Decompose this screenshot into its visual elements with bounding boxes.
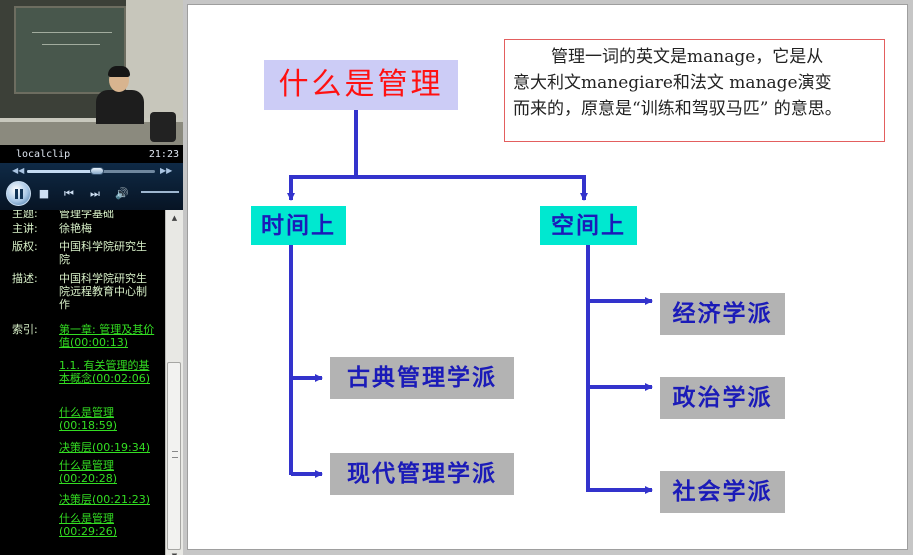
seek-thumb[interactable] (90, 167, 105, 175)
leaf-economic-school: 经济学派 (660, 293, 785, 335)
chair (150, 112, 176, 142)
branch-time: 时间上 (251, 206, 346, 245)
slide-title: 什么是管理 (278, 67, 444, 102)
player-controls: ◀◀ ▶▶ ■ ⏮ ⏭ 🔊 (0, 163, 183, 210)
scroll-down-arrow-icon[interactable]: ▼ (166, 552, 183, 555)
leaf-political-school: 政治学派 (660, 377, 785, 419)
clip-name: localclip (16, 149, 71, 160)
previous-track-icon[interactable]: ⏮ (64, 187, 74, 200)
slide-title-box: 什么是管理 (264, 60, 458, 110)
next-track-icon[interactable]: ⏭ (90, 187, 100, 200)
lecture-slide: 什么是管理 管理一词的英文是manage，它是从 意大利文manegiare和法… (187, 4, 908, 550)
volume-slider[interactable] (141, 191, 179, 193)
seek-progress (27, 170, 98, 173)
note-line: 意大利文manegiare和法文 manage演变 (513, 73, 832, 93)
scroll-up-arrow-icon[interactable]: ▲ (171, 214, 178, 222)
media-player-panel: localclip 21:23 ◀◀ ▶▶ ■ ⏮ ⏭ 🔊 主题: 管理学基础 … (0, 0, 183, 555)
note-line: 管理一词的英文是manage，它是从 (551, 47, 824, 67)
index-link[interactable]: 1.1. 有关管理的基本概念(00:02:06) (59, 359, 150, 385)
scroll-thumb[interactable] (167, 362, 181, 550)
pause-button[interactable] (6, 181, 31, 206)
leaf-social-school: 社会学派 (660, 471, 785, 513)
info-scrollbar[interactable]: ▲ ▼ (165, 210, 183, 555)
slide-frame: 什么是管理 管理一词的英文是manage，它是从 意大利文manegiare和法… (183, 0, 913, 555)
leaf-classical-school: 古典管理学派 (330, 357, 514, 399)
stop-icon[interactable]: ■ (38, 187, 50, 200)
etymology-note: 管理一词的英文是manage，它是从 意大利文manegiare和法文 mana… (504, 39, 885, 142)
note-line: 而来的，原意是“训练和驾驭马匹” 的意思。 (513, 99, 842, 119)
index-link[interactable]: 决策层(00:19:34) (59, 441, 150, 454)
branch-space: 空间上 (540, 206, 637, 245)
blackboard (14, 6, 126, 94)
tree-connectors (287, 110, 653, 494)
clip-info-bar: localclip 21:23 (0, 145, 183, 163)
index-link[interactable]: 什么是管理(00:29:26) (59, 512, 117, 538)
index-link[interactable]: 什么是管理(00:18:59) (59, 406, 117, 432)
lecture-video-frame[interactable] (0, 0, 183, 145)
clip-time: 21:23 (148, 149, 179, 160)
fast-forward-icon[interactable]: ▶▶ (160, 166, 173, 175)
leaf-modern-school: 现代管理学派 (330, 453, 514, 495)
lecture-info-list: 主题: 管理学基础 主讲: 徐艳梅 版权: 中国科学院研究生院 描述: 中国科学… (0, 210, 165, 555)
volume-icon[interactable]: 🔊 (115, 187, 129, 200)
index-link[interactable]: 决策层(00:21:23) (59, 493, 150, 506)
index-link[interactable]: 什么是管理(00:20:28) (59, 459, 117, 485)
rewind-icon[interactable]: ◀◀ (12, 166, 25, 175)
lecturer-figure (96, 90, 144, 124)
index-link[interactable]: 第一章: 管理及其价值(00:00:13) (59, 323, 155, 349)
